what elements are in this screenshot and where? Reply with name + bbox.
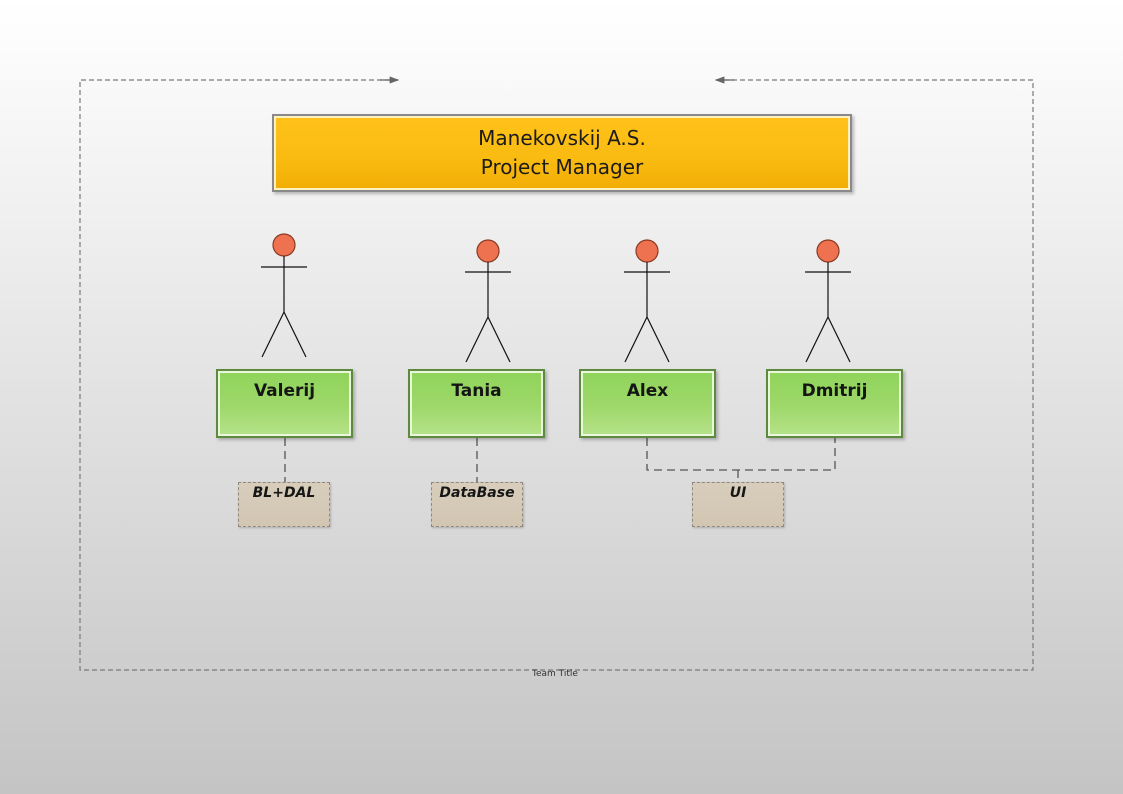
actor-figure-alex (624, 239, 670, 363)
team-title: Team Title (532, 669, 578, 679)
project-manager-role: Project Manager (480, 155, 644, 179)
area-box-bl-dal: BL+DAL (238, 482, 330, 527)
area-box-ui: UI (692, 482, 784, 527)
actor-figure-dmitrij (805, 239, 851, 363)
actor-figure-tania (465, 239, 511, 363)
member-box-tania: Tania (408, 369, 545, 438)
member-name: Alex (626, 381, 669, 401)
member-name: Valerij (253, 381, 316, 401)
actor-head (272, 233, 296, 257)
connectors (284, 438, 836, 482)
member-box-dmitrij: Dmitrij (766, 369, 903, 438)
member-box-valerij: Valerij (216, 369, 353, 438)
connector-alex-dmitrij-ui (646, 438, 836, 482)
area-label: UI (729, 485, 747, 501)
member-name: Dmitrij (801, 381, 868, 401)
project-manager-name: Manekovskij A.S. (478, 126, 646, 150)
area-label: BL+DAL (252, 485, 316, 501)
member-box-alex: Alex (579, 369, 716, 438)
actor-head (635, 239, 659, 263)
project-manager-box: Manekovskij A.S. Project Manager (272, 114, 852, 192)
member-name: Tania (451, 381, 502, 401)
team-boundary-right (560, 79, 1034, 671)
actor-head (476, 239, 500, 263)
actor-figure-valerij (261, 233, 307, 358)
area-label: DataBase (439, 485, 515, 501)
team-boundary-left (79, 79, 560, 671)
area-box-database: DataBase (431, 482, 523, 527)
team-container (79, 79, 1034, 671)
actor-head (816, 239, 840, 263)
